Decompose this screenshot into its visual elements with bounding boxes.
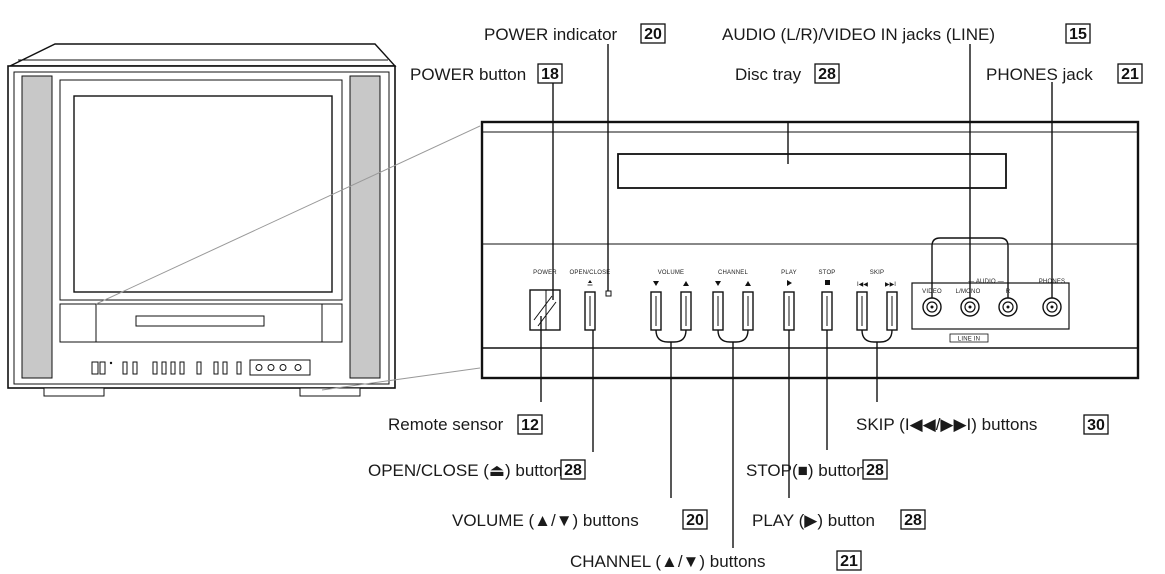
callout-phones-jack-page: 21 xyxy=(1121,66,1139,83)
page-ref-box xyxy=(1065,23,1091,44)
callout-play-button-label: PLAY (▶) button xyxy=(752,511,875,530)
power-button-shape xyxy=(529,289,561,331)
page-ref-box xyxy=(537,63,563,84)
callout-power-indicator-label: POWER indicator xyxy=(484,25,618,44)
panel-label-stop: STOP xyxy=(818,270,835,276)
page-ref-box xyxy=(900,509,926,530)
callout-remote-sensor-label: Remote sensor xyxy=(388,415,504,434)
callout-power-button-page: 18 xyxy=(541,66,559,83)
disc-tray-slot xyxy=(617,153,1007,189)
callout-stop-button-label: STOP(■) button xyxy=(746,461,866,480)
page-ref-box xyxy=(517,414,543,435)
callout-av-in-jacks-label: AUDIO (L/R)/VIDEO IN jacks (LINE) xyxy=(722,25,995,44)
callout-skip-buttons-label: SKIP (I◀◀/▶▶I) buttons xyxy=(856,415,1037,434)
svg-text:▶▶I: ▶▶I xyxy=(885,282,896,288)
svg-text:I◀◀: I◀◀ xyxy=(857,282,868,288)
panel-label-video: VIDEO xyxy=(922,289,942,295)
page-ref-box xyxy=(836,550,862,571)
callout-channel-buttons-label: CHANNEL (▲/▼) buttons xyxy=(570,552,766,571)
callout-av-in-jacks-page: 15 xyxy=(1069,26,1087,43)
tv-set xyxy=(7,43,481,397)
page-ref-box xyxy=(560,459,586,480)
callout-remote-sensor-page: 12 xyxy=(521,417,539,434)
panel-label-channel: CHANNEL xyxy=(718,270,749,276)
open-close-button-shape xyxy=(584,280,596,331)
panel-label-audio: — AUDIO — xyxy=(968,279,1004,285)
power-indicator-led xyxy=(605,290,612,297)
leader-lines xyxy=(540,44,1053,548)
callout-phones-jack-label: PHONES jack xyxy=(986,65,1093,84)
panel-label-play: PLAY xyxy=(781,270,797,276)
callout-open-close-button-page: 28 xyxy=(564,462,582,479)
callout-stop-button-page: 28 xyxy=(866,462,884,479)
panel-label-volume: VOLUME xyxy=(658,270,685,276)
page-ref-box xyxy=(682,509,708,530)
callout-volume-buttons-page: 20 xyxy=(686,512,704,529)
panel-label-r: R xyxy=(1006,289,1011,295)
panel-label-skip: SKIP xyxy=(870,270,884,276)
enlarged-front-panel: I◀◀ ▶▶I POWER xyxy=(480,120,1140,380)
callout-channel-buttons-page: 21 xyxy=(840,553,858,570)
callout-disc-tray-page: 28 xyxy=(818,66,836,83)
tv-mini-controls xyxy=(91,359,311,376)
page-ref-box xyxy=(1083,414,1109,435)
callout-labels: POWER indicator 20 AUDIO (L/R)/VIDEO IN … xyxy=(368,23,1143,571)
panel-label-line-in: LINE IN xyxy=(958,337,980,343)
panel-label-power: POWER xyxy=(533,270,557,276)
callout-play-button-page: 28 xyxy=(904,512,922,529)
callout-power-indicator-page: 20 xyxy=(644,26,662,43)
callout-skip-buttons-page: 30 xyxy=(1087,417,1105,434)
callout-open-close-button-label: OPEN/CLOSE (⏏) button xyxy=(368,461,563,480)
page-ref-box xyxy=(814,63,840,84)
page-ref-box xyxy=(1117,63,1143,84)
callout-power-button-label: POWER button xyxy=(410,65,526,84)
callout-disc-tray-label: Disc tray xyxy=(735,65,802,84)
panel-label-open-close: OPEN/CLOSE xyxy=(569,270,610,276)
av-jack-block xyxy=(911,237,1070,343)
panel-label-l-mono: L/MONO xyxy=(956,289,981,295)
page-ref-box xyxy=(862,459,888,480)
page-ref-box xyxy=(640,23,666,44)
callout-volume-buttons-label: VOLUME (▲/▼) buttons xyxy=(452,511,639,530)
